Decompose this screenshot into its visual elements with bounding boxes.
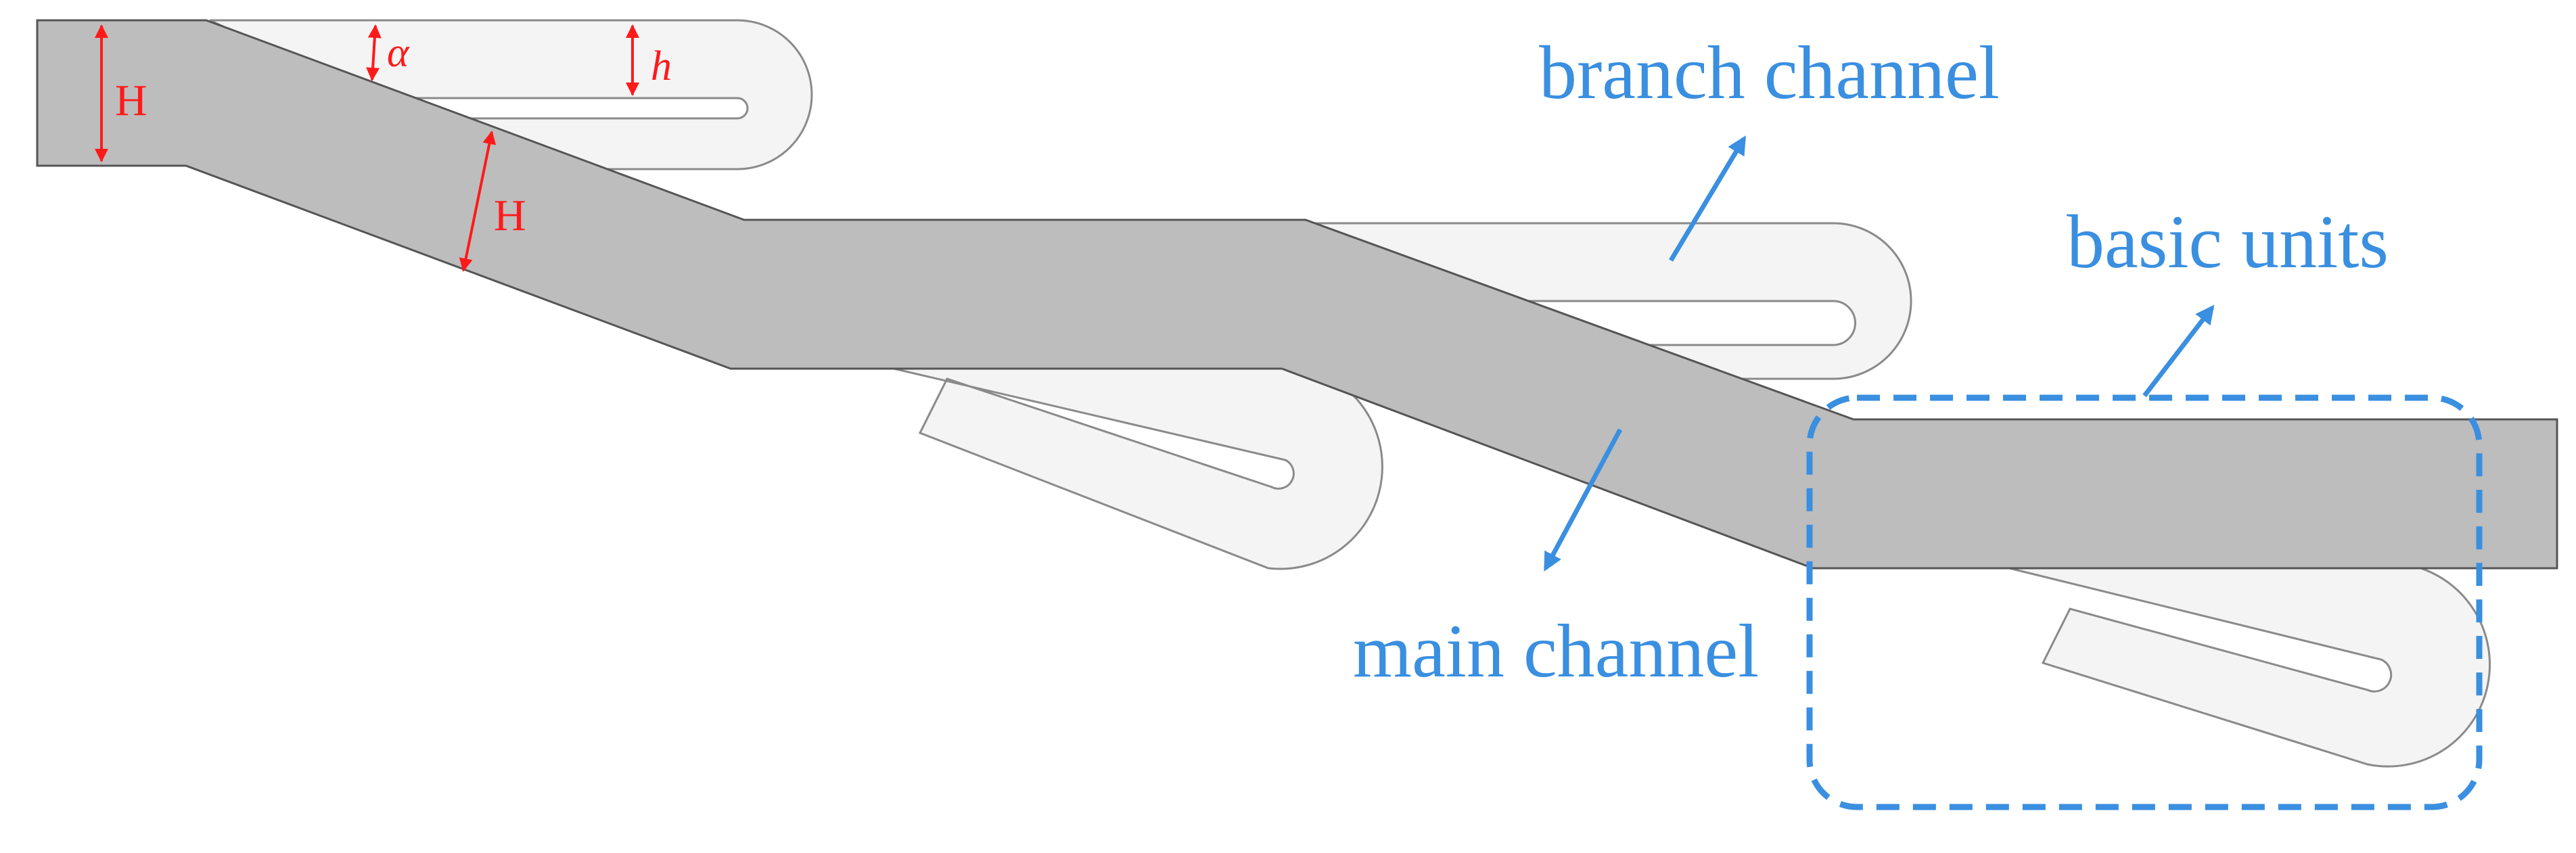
main-channel-arrow xyxy=(1543,428,1623,572)
branch-channel-upper-1 xyxy=(209,19,813,170)
dimension-alpha-label: α xyxy=(387,30,410,76)
callout-annotations: branch channel basic units main channel xyxy=(1353,31,2483,810)
main-channel-label: main channel xyxy=(1353,609,1759,693)
dimension-h-label: h xyxy=(651,43,672,89)
dimension-annotations: H H α h xyxy=(95,24,672,272)
branch-channel-arrow xyxy=(1668,135,1747,262)
basic-units-arrow xyxy=(2142,304,2215,398)
basic-units-label: basic units xyxy=(2067,200,2389,284)
dimension-H-inlet-label: H xyxy=(115,76,147,125)
dimension-alpha-arrow xyxy=(366,24,382,81)
branch-channel-lower-1 xyxy=(731,364,1383,570)
branch-channel-lower-2 xyxy=(1813,563,2491,768)
main-channel-body xyxy=(36,19,2558,570)
branch-channel-label: branch channel xyxy=(1539,31,2000,115)
dimension-H-diagonal-arrow xyxy=(459,131,497,272)
branch-channel-upper-2 xyxy=(1298,222,1912,380)
dimension-H-diagonal-label: H xyxy=(494,191,526,240)
basic-unit-dashed-box xyxy=(1806,394,2483,810)
branch-channels xyxy=(209,19,2491,768)
